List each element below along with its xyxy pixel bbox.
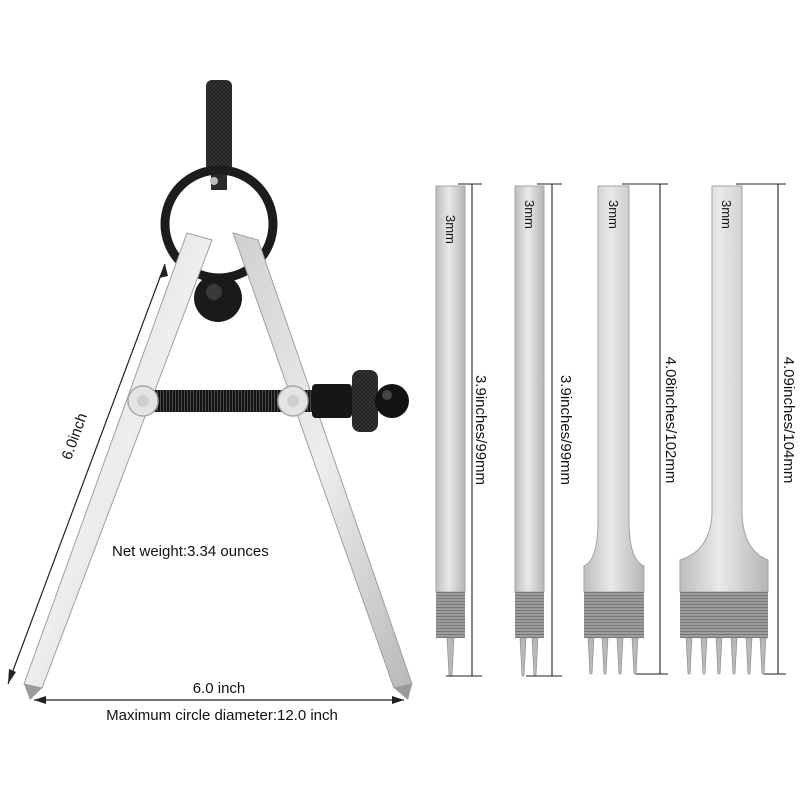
chisel-prong xyxy=(759,637,767,675)
chisel-size-mark: 3mm xyxy=(606,200,621,229)
chisel-prong xyxy=(715,637,723,675)
chisel-prong xyxy=(616,637,624,675)
chisel-prong xyxy=(700,637,708,675)
compass-right-leg xyxy=(232,232,413,689)
chisel-prong xyxy=(519,637,527,677)
chisel-set: 3mm 3.9inches/99mm 3mm 3.9inches/99mm 3m… xyxy=(435,183,797,677)
leg-length-label: 6.0inch xyxy=(59,411,92,462)
compass-threaded-rod xyxy=(150,390,365,412)
chisel-6-prong: 3mm xyxy=(679,185,769,675)
chisel-prong xyxy=(730,637,738,675)
chisel-1-prong: 3mm xyxy=(435,185,466,677)
chisel-prong xyxy=(631,637,639,675)
chisel-2-length-label: 3.9inches/99mm xyxy=(557,375,574,485)
chisel-4-prong: 3mm xyxy=(583,185,645,675)
chisel-3-length-label: 4.08inches/102mm xyxy=(662,357,679,484)
chisel-size-mark: 3mm xyxy=(719,200,734,229)
chisel-2-prong: 3mm xyxy=(514,185,545,677)
chisel-prong xyxy=(685,637,693,675)
max-diameter-label: Maximum circle diameter:12.0 inch xyxy=(106,707,338,724)
net-weight-label: Net weight:3.34 ounces xyxy=(112,543,269,560)
compass-handle xyxy=(206,80,232,172)
chisel-prong xyxy=(745,637,753,675)
span-label: 6.0 inch xyxy=(193,680,246,697)
chisel-1-length-label: 3.9inches/99mm xyxy=(472,375,489,485)
chisel-prong xyxy=(531,637,539,677)
chisel-size-mark: 3mm xyxy=(443,215,458,244)
compass-left-leg xyxy=(23,232,213,689)
chisel-size-mark: 3mm xyxy=(522,200,537,229)
chisel-prong xyxy=(587,637,595,675)
compass-adjust-wheel xyxy=(352,370,378,432)
chisel-prong xyxy=(446,637,455,677)
chisel-4-length-label: 4.09inches/104mm xyxy=(780,357,797,484)
chisel-prong xyxy=(601,637,609,675)
wing-divider-compass: 6.0inch 6.0 inch Maximum circle diameter… xyxy=(7,80,413,724)
